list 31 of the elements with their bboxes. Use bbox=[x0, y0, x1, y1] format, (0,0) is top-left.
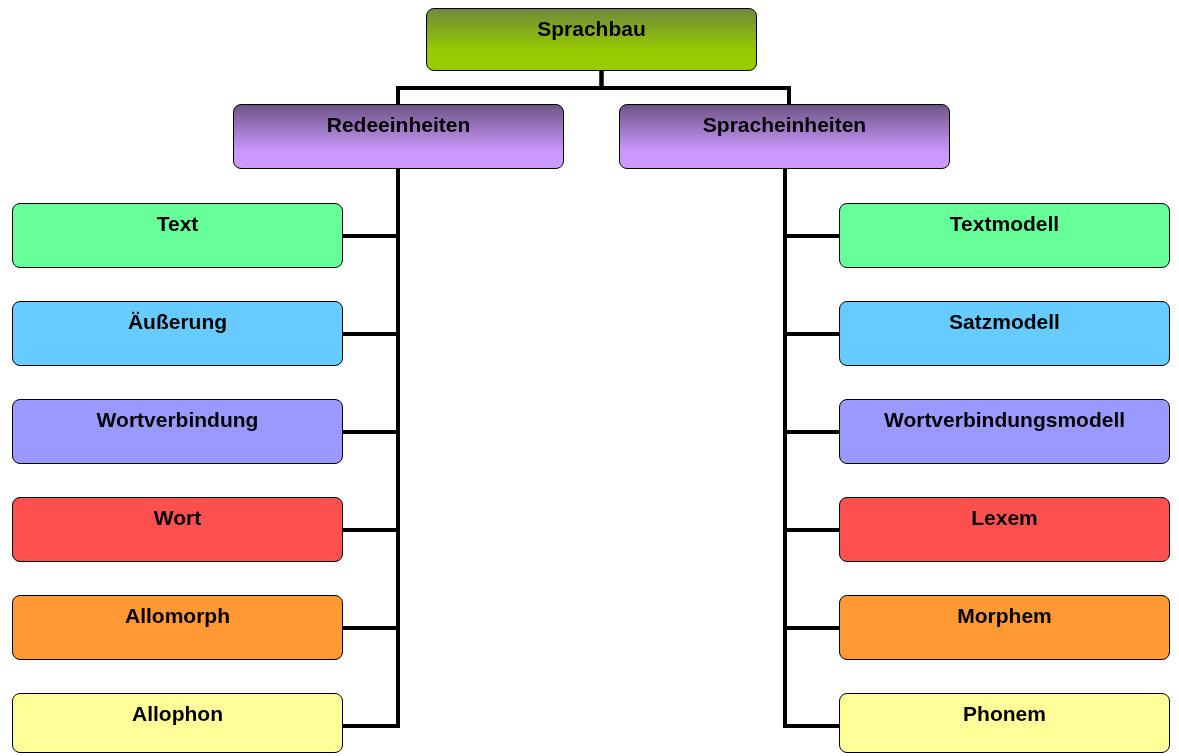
box-label: Phonem bbox=[963, 702, 1046, 726]
category-box bbox=[839, 595, 1170, 660]
box-label: Wortverbindung bbox=[96, 408, 259, 432]
box-label: Morphem bbox=[957, 604, 1052, 628]
box-label: Äußerung bbox=[127, 310, 228, 334]
category-box bbox=[12, 203, 343, 268]
box-label: Allophon bbox=[132, 702, 223, 726]
box-label: Lexem bbox=[971, 506, 1038, 530]
box-label: Textmodell bbox=[949, 212, 1060, 236]
box-label: Satzmodell bbox=[949, 310, 1060, 334]
category-box bbox=[839, 693, 1170, 753]
category-box bbox=[12, 693, 343, 753]
category-box bbox=[12, 497, 343, 562]
box-label: Sprachbau bbox=[537, 17, 646, 41]
category-box bbox=[12, 301, 343, 366]
category-box bbox=[839, 497, 1170, 562]
category-box bbox=[839, 301, 1170, 366]
box-label: Wortverbindungsmodell bbox=[883, 408, 1126, 432]
box-label: Redeeinheiten bbox=[326, 113, 471, 137]
category-box bbox=[426, 8, 757, 71]
category-box bbox=[839, 399, 1170, 464]
box-label: Allomorph bbox=[125, 604, 230, 628]
category-box bbox=[12, 595, 343, 660]
category-box bbox=[839, 203, 1170, 268]
category-box bbox=[619, 104, 950, 169]
box-label: Wort bbox=[153, 506, 202, 530]
box-label: Text bbox=[156, 212, 199, 236]
connector-line bbox=[599, 71, 791, 104]
category-box bbox=[12, 399, 343, 464]
box-label: Spracheinheiten bbox=[702, 113, 867, 137]
category-box bbox=[233, 104, 564, 169]
